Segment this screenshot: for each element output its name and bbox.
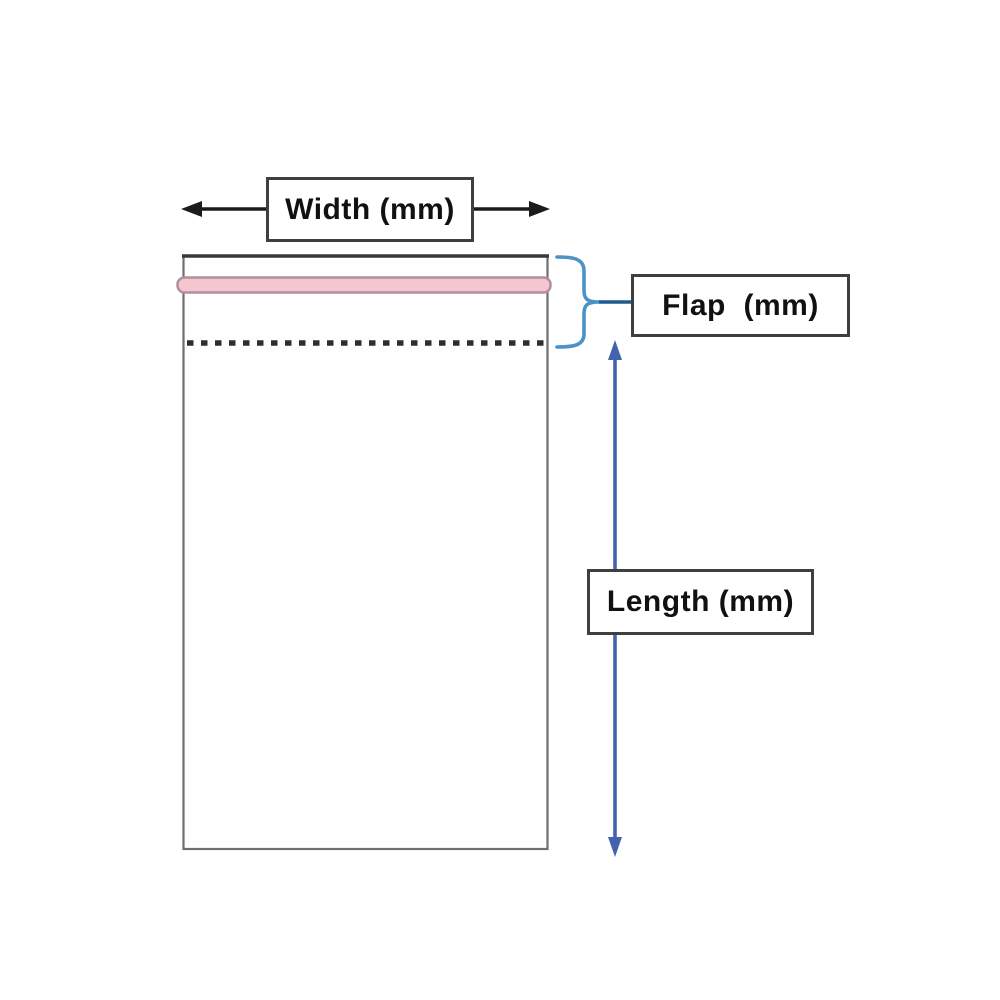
- width-arrowhead-right-icon: [529, 201, 550, 217]
- length-arrowhead-up-icon: [608, 340, 622, 360]
- width-arrowhead-left-icon: [181, 201, 202, 217]
- length-arrowhead-down-icon: [608, 837, 622, 857]
- adhesive-tape-strip: [176, 276, 552, 294]
- flap-label: Flap (mm): [662, 288, 819, 322]
- bag-outline: [182, 254, 549, 851]
- length-label-box: Length (mm): [587, 569, 814, 635]
- flap-brace: [555, 255, 600, 349]
- flap-label-box: Flap (mm): [631, 274, 850, 337]
- width-label-box: Width (mm): [266, 177, 474, 242]
- width-label: Width (mm): [285, 192, 455, 226]
- length-label: Length (mm): [606, 585, 795, 618]
